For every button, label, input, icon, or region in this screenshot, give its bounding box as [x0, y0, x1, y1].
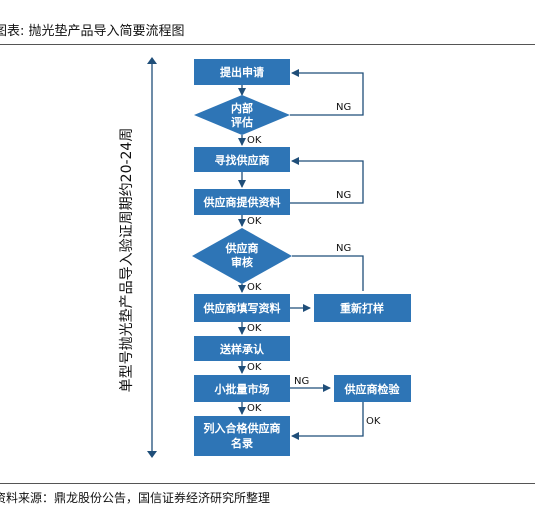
- edge-review-ng: [292, 255, 364, 291]
- label-ng-review: NG: [336, 243, 351, 254]
- svg-text:审核: 审核: [231, 255, 253, 269]
- svg-text:寻找供应商: 寻找供应商: [215, 153, 270, 167]
- label-ng-batch: NG: [294, 376, 309, 387]
- connectors: [238, 69, 364, 440]
- svg-text:供应商: 供应商: [225, 241, 259, 255]
- node-supplier-review: 供应商 审核: [192, 228, 292, 284]
- svg-text:小批量市场: 小批量市场: [214, 382, 270, 396]
- bottom-divider: [0, 483, 535, 484]
- source-note: 资料来源：鼎龙股份公告，国信证券经济研究所整理: [0, 491, 271, 505]
- label-ok-docs: OK: [247, 216, 262, 227]
- svg-text:提出申请: 提出申请: [220, 65, 264, 79]
- svg-text:送样承认: 送样承认: [219, 342, 265, 356]
- duration-label: 单型号抛光垫产品导入验证周期约20-24周: [119, 128, 135, 393]
- bracket-bottom-arrow: [147, 451, 157, 458]
- node-internal-eval: 内部 评估: [194, 95, 290, 135]
- figure-caption: 图表: 抛光垫产品导入简要流程图: [0, 24, 185, 39]
- node-fill-docs: 供应商填写资料: [194, 294, 290, 322]
- label-ng-docs: NG: [336, 190, 351, 201]
- node-find-supplier: 寻找供应商: [194, 147, 290, 172]
- svg-text:评估: 评估: [231, 115, 253, 129]
- node-sample-approval: 送样承认: [194, 336, 290, 361]
- edge-labels: NG OK OK NG NG OK OK OK NG OK OK: [247, 102, 381, 427]
- svg-text:重新打样: 重新打样: [340, 301, 384, 315]
- edge-docs-ng: [290, 157, 364, 204]
- svg-text:名录: 名录: [231, 436, 253, 450]
- node-rework: 重新打样: [314, 294, 411, 322]
- svg-text:供应商检验: 供应商检验: [344, 382, 401, 396]
- node-qualified: 列入合格供应商 名录: [194, 416, 290, 456]
- node-small-batch: 小批量市场: [194, 375, 290, 402]
- label-ok-batch: OK: [247, 403, 262, 414]
- node-supplier-docs: 供应商提供资料: [194, 189, 290, 215]
- label-ok-inspect: OK: [366, 416, 381, 427]
- label-ok-fill: OK: [247, 323, 262, 334]
- edge-inspect-qualified: [291, 402, 364, 440]
- label-ng-eval: NG: [336, 102, 351, 113]
- svg-text:供应商提供资料: 供应商提供资料: [203, 195, 281, 209]
- svg-text:供应商填写资料: 供应商填写资料: [203, 301, 281, 315]
- svg-text:列入合格供应商: 列入合格供应商: [204, 421, 281, 435]
- node-proposal: 提出申请: [194, 59, 290, 85]
- node-supplier-inspect: 供应商检验: [334, 375, 411, 402]
- top-divider: [0, 44, 535, 45]
- label-ok-eval: OK: [247, 135, 262, 146]
- label-ok-review: OK: [247, 282, 262, 293]
- svg-text:内部: 内部: [231, 101, 253, 115]
- bracket-top-arrow: [147, 57, 157, 64]
- duration-bracket: 单型号抛光垫产品导入验证周期约20-24周: [119, 57, 157, 458]
- edge-eval-ng: [290, 69, 364, 116]
- label-ok-sample: OK: [247, 362, 262, 373]
